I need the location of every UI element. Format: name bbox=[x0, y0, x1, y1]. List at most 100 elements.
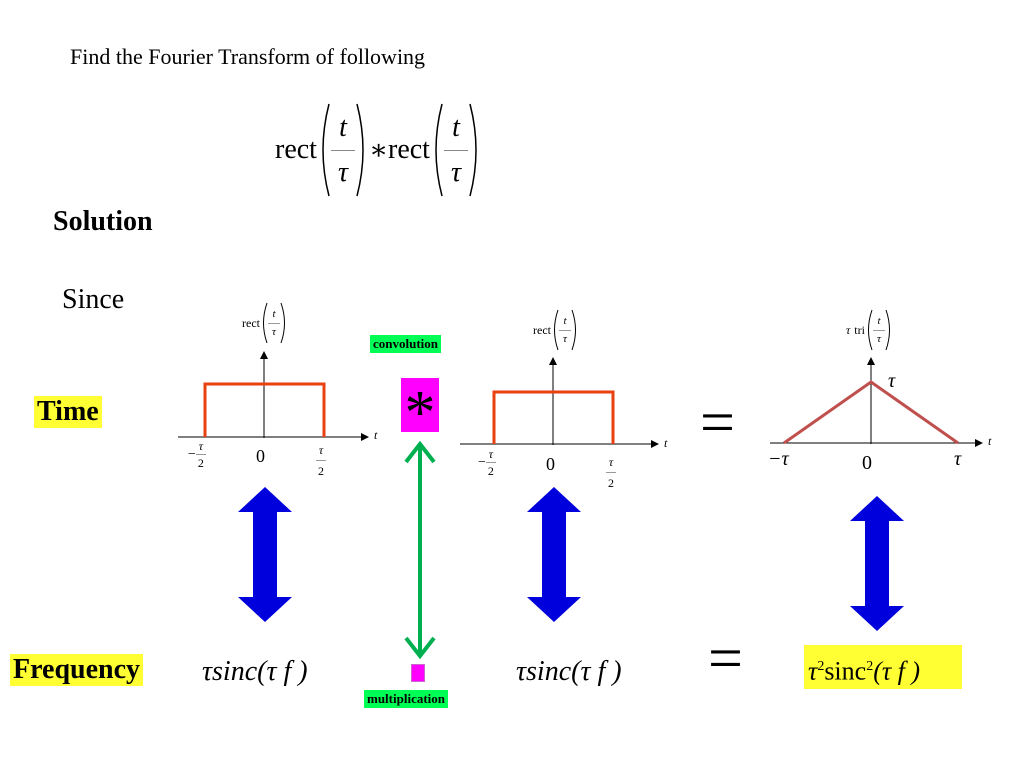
plot1-rect-pulse bbox=[203, 382, 326, 437]
plot1-axes bbox=[178, 351, 369, 441]
freq-sinc-1: τsinc(τ f ) bbox=[202, 656, 308, 687]
plot3-num: t bbox=[877, 314, 881, 327]
multiplication-dot-icon bbox=[411, 664, 425, 682]
left-paren-icon bbox=[322, 103, 330, 197]
fraction-bar-1 bbox=[330, 149, 355, 151]
plot1-neg-sign: − bbox=[188, 446, 196, 462]
convolution-operator: ∗ bbox=[368, 135, 388, 166]
plot2-neg-den: 2 bbox=[487, 464, 494, 478]
right-paren-icon bbox=[469, 103, 477, 197]
green-double-arrow-icon bbox=[404, 440, 436, 660]
plot1-t-axis-label: t bbox=[374, 428, 378, 442]
plot1-pos-den: 2 bbox=[318, 464, 324, 478]
frequency-label: Frequency bbox=[10, 654, 144, 686]
left-paren-icon bbox=[867, 309, 873, 351]
plot3-prefix: τ bbox=[846, 322, 851, 337]
plot3-label-func: tri bbox=[854, 322, 865, 337]
plot2-pos-num: τ bbox=[608, 455, 614, 469]
plot2-label-func: rect bbox=[533, 322, 551, 337]
plot2-zero: 0 bbox=[546, 454, 555, 474]
plot1-zero: 0 bbox=[256, 446, 265, 466]
freq-result-sup1: 2 bbox=[817, 659, 825, 674]
plot1-pos-frac: τ 2 bbox=[316, 444, 326, 477]
plot2-neg-num: τ bbox=[488, 447, 494, 461]
plot3-neg-tick: −τ bbox=[768, 448, 789, 470]
plot1-neg-frac: τ 2 bbox=[195, 439, 206, 470]
solution-label: Solution bbox=[53, 206, 153, 237]
numerator-2: t bbox=[452, 111, 460, 143]
double-arrow-icon bbox=[527, 487, 581, 622]
right-paren-icon bbox=[885, 309, 890, 351]
plot3-label: τ tri t τ bbox=[846, 307, 893, 353]
plot2-neg-sign: − bbox=[478, 454, 486, 470]
equals-time: = bbox=[700, 389, 735, 457]
freq-result-prefix: τ bbox=[808, 656, 818, 686]
plot3-axes bbox=[770, 357, 983, 447]
plot3-den: τ bbox=[877, 332, 881, 345]
plot1-bar bbox=[267, 322, 280, 324]
plot2-rect-pulse bbox=[492, 390, 615, 444]
plot2-pos-frac: τ 2 bbox=[606, 456, 616, 489]
plot1-pos-bar bbox=[316, 460, 326, 461]
numerator-1: t bbox=[339, 111, 347, 143]
plot1-label-frac: t τ bbox=[267, 307, 280, 338]
rect-func-2: rect bbox=[388, 134, 430, 165]
denominator-2: τ bbox=[450, 156, 461, 188]
plot3-triangle bbox=[783, 380, 959, 445]
fraction-1: t τ bbox=[330, 111, 355, 188]
plot1-num: t bbox=[272, 307, 276, 320]
fraction-2: t τ bbox=[443, 111, 468, 188]
problem-expression: rect t τ ∗ rect t τ bbox=[275, 100, 482, 200]
plot1-neg-den: 2 bbox=[197, 456, 204, 470]
since-label: Since bbox=[62, 284, 125, 315]
plot2-pos-den: 2 bbox=[608, 476, 614, 490]
plot3-pos-tick: τ bbox=[954, 448, 962, 470]
denominator-1: τ bbox=[337, 156, 348, 188]
convolution-tag: convolution bbox=[370, 335, 442, 353]
equals-frequency: = bbox=[708, 625, 743, 693]
plot2-neg-tick: − τ 2 bbox=[478, 448, 496, 477]
plot1-den: τ bbox=[272, 325, 276, 338]
plot2-label: rect t τ bbox=[533, 307, 579, 353]
freq-result: τ2sinc2(τ f ) bbox=[804, 645, 962, 689]
plot1-label-func: rect bbox=[242, 315, 260, 330]
freq-result-sup2: 2 bbox=[866, 659, 874, 674]
plot2-t-axis-label: t bbox=[664, 436, 668, 450]
plot3-peak-label: τ bbox=[888, 370, 896, 392]
plot3-bar bbox=[872, 329, 885, 331]
left-paren-icon bbox=[262, 302, 268, 344]
right-paren-icon bbox=[280, 302, 285, 344]
double-arrow-icon bbox=[850, 496, 904, 631]
plot2-den: τ bbox=[563, 332, 567, 345]
left-paren-icon bbox=[435, 103, 443, 197]
plot3-zero: 0 bbox=[862, 452, 872, 474]
multiplication-tag: multiplication bbox=[364, 690, 449, 708]
freq-result-suffix: (τ f ) bbox=[873, 656, 921, 686]
plot1-neg-bar bbox=[195, 454, 206, 455]
plot2-pos-tick: τ 2 bbox=[606, 456, 616, 489]
plot3-label-frac: t τ bbox=[872, 314, 885, 345]
freq-result-mid: sinc bbox=[824, 656, 867, 686]
plot1-neg-tick: − τ 2 bbox=[188, 440, 206, 469]
plot2-label-frac: t τ bbox=[558, 314, 571, 345]
plot3-t-axis-label: t bbox=[988, 434, 992, 448]
plot1-label: rect t τ bbox=[242, 300, 288, 346]
plot1-pos-num: τ bbox=[318, 443, 324, 457]
right-paren-icon bbox=[356, 103, 364, 197]
plot2-bar bbox=[558, 329, 571, 331]
left-paren-icon bbox=[553, 309, 559, 351]
rect-func-1: rect bbox=[275, 134, 317, 165]
double-arrow-icon bbox=[238, 487, 292, 622]
plot2-pos-bar bbox=[606, 472, 616, 473]
plot1-neg-num: τ bbox=[198, 439, 204, 453]
plot1-pos-tick: τ 2 bbox=[316, 444, 326, 477]
plot2-neg-frac: τ 2 bbox=[485, 447, 496, 478]
plot2-num: t bbox=[563, 314, 567, 327]
page-heading: Find the Fourier Transform of following bbox=[70, 44, 426, 69]
freq-sinc-2: τsinc(τ f ) bbox=[516, 656, 622, 687]
time-label: Time bbox=[34, 396, 102, 428]
plot2-axes bbox=[460, 357, 659, 448]
plot2-neg-bar bbox=[485, 462, 496, 463]
right-paren-icon bbox=[571, 309, 576, 351]
